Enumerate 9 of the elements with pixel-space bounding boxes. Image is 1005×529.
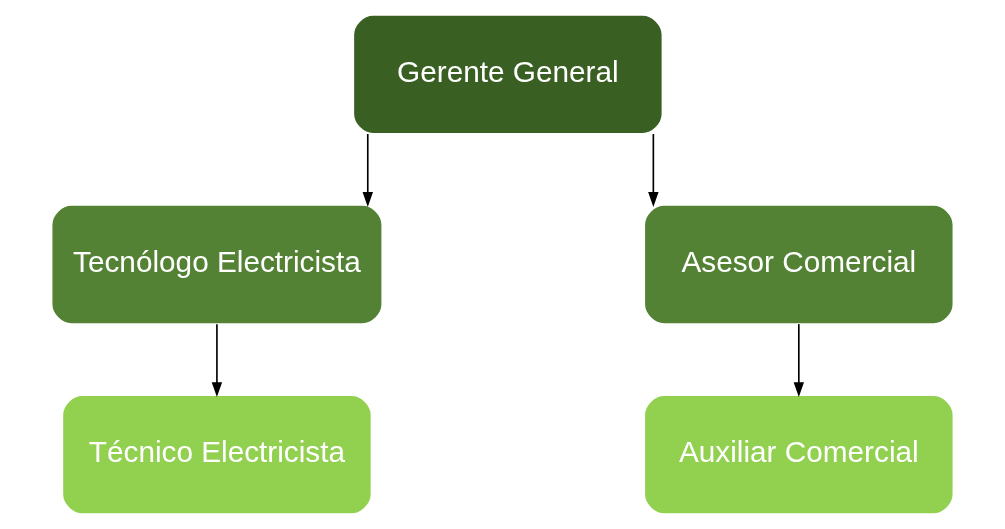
arrow xyxy=(793,323,805,398)
node-box: Técnico Electricista xyxy=(61,394,373,515)
node-box: Gerente General xyxy=(352,14,664,135)
node-box: Asesor Comercial xyxy=(643,204,955,325)
node-box: Tecnólogo Electricista xyxy=(50,204,384,325)
arrow xyxy=(362,133,373,207)
arrow xyxy=(211,323,223,398)
node-box: Auxiliar Comercial xyxy=(643,394,955,515)
arrow xyxy=(648,133,659,207)
